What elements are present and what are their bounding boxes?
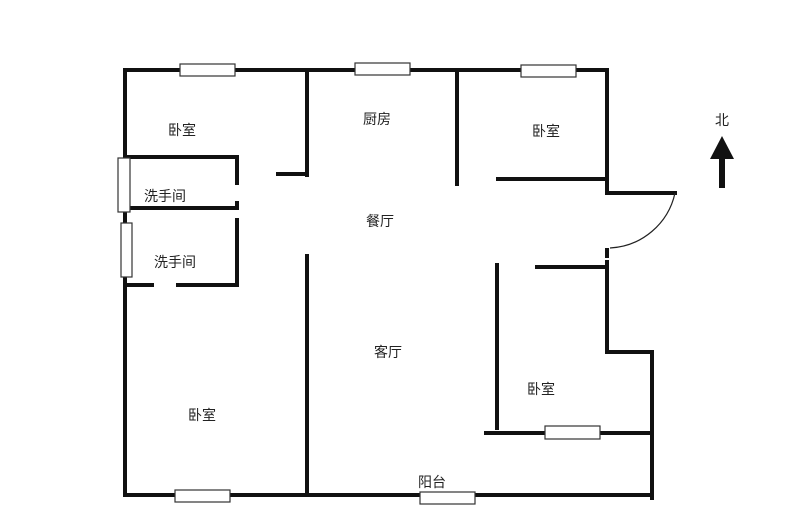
window bbox=[120, 222, 133, 278]
entry-wall bbox=[535, 248, 654, 500]
room-label-bedroom: 卧室 bbox=[168, 122, 196, 139]
outer-wall-top bbox=[123, 68, 609, 187]
bathroom-walls bbox=[123, 155, 239, 287]
room-label-bedroom: 卧室 bbox=[188, 407, 216, 424]
window bbox=[354, 62, 411, 76]
kitchen-wall-left bbox=[276, 68, 309, 177]
room-label-bathroom: 洗手间 bbox=[144, 189, 186, 205]
compass-label: 北 bbox=[715, 113, 729, 129]
window bbox=[520, 64, 577, 78]
room-label-dining: 餐厅 bbox=[366, 214, 394, 230]
room-label-bedroom: 卧室 bbox=[532, 123, 560, 140]
bedroom-ne-wall bbox=[496, 177, 677, 195]
window bbox=[179, 63, 236, 77]
north-arrow-icon bbox=[710, 136, 734, 188]
window bbox=[117, 157, 131, 213]
window bbox=[544, 425, 601, 440]
room-label-balcony: 阳台 bbox=[418, 475, 446, 491]
compass: 北 bbox=[710, 113, 734, 188]
room-labels: 卧室 厨房 卧室 洗手间 餐厅 洗手间 客厅 卧室 卧室 阳台 bbox=[144, 112, 560, 491]
window bbox=[419, 491, 476, 505]
room-label-bedroom: 卧室 bbox=[527, 381, 555, 398]
entry-door-swing bbox=[609, 192, 676, 249]
window bbox=[174, 489, 231, 503]
room-label-bathroom: 洗手间 bbox=[154, 255, 196, 271]
room-label-living: 客厅 bbox=[374, 344, 402, 361]
bedroom-se-wall bbox=[484, 263, 654, 435]
room-label-kitchen: 厨房 bbox=[363, 112, 391, 128]
windows bbox=[117, 62, 601, 505]
